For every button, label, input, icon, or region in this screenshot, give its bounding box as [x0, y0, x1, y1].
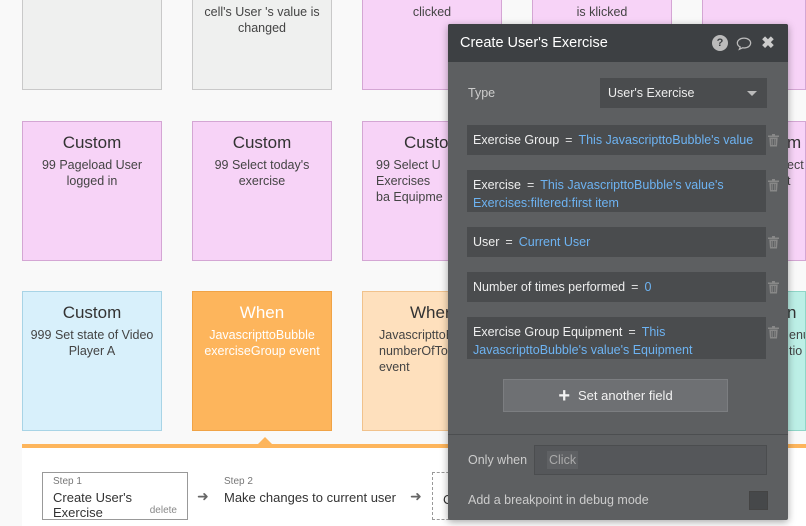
field-key: Exercise Group — [473, 133, 560, 147]
event-card-subtitle: 99 Select today's exercise — [214, 158, 310, 188]
step-label: Step 2 — [224, 476, 253, 487]
event-card-title: Wher — [410, 303, 451, 322]
field-key: Number of times performed — [473, 280, 626, 294]
workflow-step-2[interactable]: Step 2 Make changes to current user — [224, 472, 396, 520]
event-card[interactable]: Custom 99 Pageload User logged in — [22, 121, 162, 261]
field-value[interactable]: This JavascripttoBubble's value's Exerci… — [473, 178, 724, 210]
field-row[interactable]: Exercise Group Equipment =This Javascript… — [467, 317, 766, 359]
set-another-field-button[interactable]: + Set another field — [503, 379, 728, 412]
field-equals: = — [565, 133, 573, 147]
comment-icon[interactable] — [736, 35, 752, 51]
field-row[interactable]: Exercise Group = This JavascripttoBubble's… — [467, 125, 766, 155]
trash-icon[interactable] — [766, 234, 780, 250]
event-card[interactable]: Custom 99 Select today's exercise — [192, 121, 332, 261]
event-card-subtitle: JavascripttoB numberOfTod event — [379, 328, 455, 374]
event-card-subtitle: clicked — [412, 5, 452, 19]
only-when-label: Only when — [468, 453, 528, 467]
event-card-title: Custom — [62, 303, 122, 322]
action-editor-panel: Create User's Exercise ? ✖ Type User's E… — [448, 24, 788, 520]
field-equals: = — [628, 325, 636, 339]
chevron-down-icon — [747, 91, 757, 96]
event-card-subtitle: 99 Pageload User logged in — [41, 158, 143, 188]
field-value[interactable]: This JavascripttoBubble's value — [578, 133, 754, 147]
field-equals: = — [526, 178, 535, 192]
only-when-input[interactable]: Click — [534, 445, 767, 475]
trash-icon[interactable] — [766, 279, 780, 295]
field-value[interactable]: This JavascripttoBubble's value's Equipm… — [473, 325, 693, 357]
plus-icon: + — [558, 384, 570, 407]
delete-step-link[interactable]: delete — [149, 505, 177, 516]
event-card[interactable]: When JavascripttoBubble exerciseGroup ev… — [192, 291, 332, 431]
field-equals: = — [505, 235, 513, 249]
step-name: Create User's Exercise — [53, 490, 133, 520]
set-field-label: Set another field — [578, 388, 673, 403]
field-row[interactable]: Number of times performed = 0 — [467, 272, 766, 302]
close-icon[interactable]: ✖ — [761, 35, 775, 52]
type-label: Type — [468, 86, 496, 100]
step-label: Step 1 — [53, 476, 82, 487]
type-value: User's Exercise — [608, 86, 695, 100]
breakpoint-label: Add a breakpoint in debug mode — [468, 493, 649, 507]
event-card[interactable]: cell's User 's value is changed — [192, 0, 332, 90]
field-key: Exercise Group Equipment — [473, 325, 623, 339]
field-key: Exercise — [473, 178, 521, 192]
field-row[interactable]: Exercise =This JavascripttoBubble's value… — [467, 170, 766, 212]
only-when-value: Click — [547, 451, 579, 469]
event-card-subtitle: JavascripttoBubble exerciseGroup event — [204, 328, 320, 358]
field-key: User — [473, 235, 500, 249]
only-when-row: Only when Click — [468, 444, 768, 476]
selected-indicator — [257, 437, 273, 445]
field-value[interactable]: Current User — [518, 235, 591, 249]
step-name: Make changes to current user — [224, 490, 396, 505]
event-card-subtitle: enu tio — [789, 328, 805, 358]
field-value[interactable]: 0 — [644, 280, 652, 294]
event-card-title: Custom — [62, 133, 122, 152]
event-card[interactable]: Custom 999 Set state of Video Player A — [22, 291, 162, 431]
event-card-title: m — [787, 133, 802, 152]
panel-header: Create User's Exercise ? ✖ — [448, 24, 788, 62]
panel-title: Create User's Exercise — [460, 35, 608, 51]
event-card-subtitle: is klicked — [576, 5, 628, 19]
trash-icon[interactable] — [766, 132, 780, 148]
divider — [448, 434, 788, 435]
trash-icon[interactable] — [766, 324, 780, 340]
type-row: Type User's Exercise — [468, 78, 768, 108]
type-dropdown[interactable]: User's Exercise — [600, 78, 767, 108]
event-card-subtitle: cell's User 's value is changed — [204, 5, 320, 35]
event-card-title: n — [787, 303, 797, 322]
arrow-right-icon: ➜ — [197, 488, 209, 504]
trash-icon[interactable] — [766, 177, 780, 193]
event-card-title: Custo — [404, 133, 449, 152]
field-equals: = — [631, 280, 639, 294]
event-card-subtitle: 99 Select U Exercises ba Equipme — [376, 158, 443, 204]
event-card-title: When — [239, 303, 285, 322]
event-card[interactable] — [22, 0, 162, 90]
event-card-subtitle: ect t — [787, 158, 804, 188]
workflow-step-1[interactable]: Step 1 Create User's Exercise delete — [42, 472, 188, 520]
breakpoint-checkbox[interactable] — [749, 490, 768, 510]
breakpoint-row: Add a breakpoint in debug mode — [468, 490, 768, 510]
event-card-title: Custom — [232, 133, 292, 152]
event-card-subtitle: 999 Set state of Video Player A — [30, 328, 154, 358]
arrow-right-icon: ➜ — [410, 488, 422, 504]
field-row[interactable]: User = Current User — [467, 227, 766, 257]
help-icon[interactable]: ? — [712, 35, 728, 51]
